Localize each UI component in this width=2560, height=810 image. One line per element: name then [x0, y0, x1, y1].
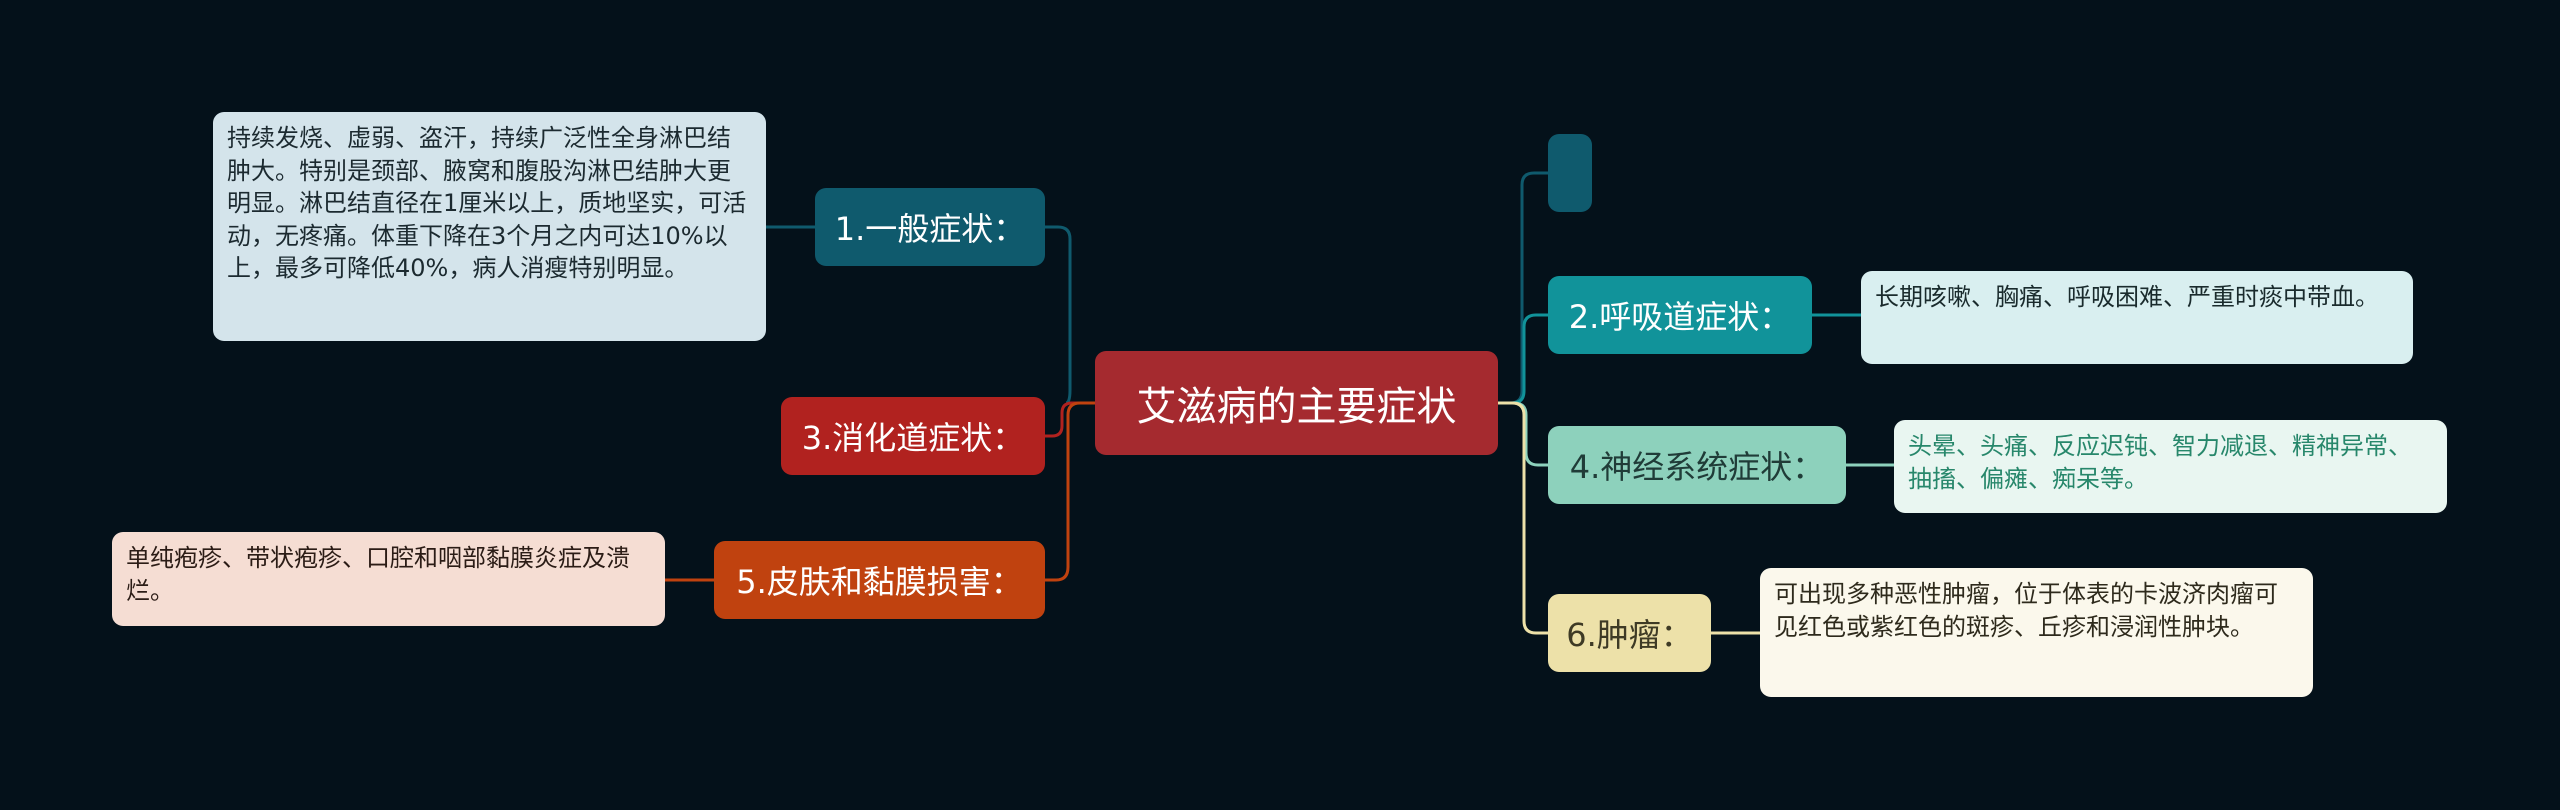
topic-tumor[interactable]: 6.肿瘤： — [1548, 594, 1711, 672]
central-topic[interactable]: 艾滋病的主要症状 — [1095, 351, 1498, 455]
topic-neurological-symptoms[interactable]: 4.神经系统症状： — [1548, 426, 1846, 504]
topic-general-symptoms[interactable]: 1.一般症状： — [815, 188, 1045, 266]
detail-tumor[interactable]: 可出现多种恶性肿瘤，位于体表的卡波济肉瘤可见红色或紫红色的斑疹、丘疹和浸润性肿块… — [1760, 568, 2313, 697]
connector-center-to-topic6 — [1498, 401, 1548, 635]
topic-skin-mucosa-damage[interactable]: 5.皮肤和黏膜损害： — [714, 541, 1045, 619]
connector-center-to-topic2 — [1498, 313, 1548, 405]
detail-general-symptoms[interactable]: 持续发烧、虚弱、盗汗，持续广泛性全身淋巴结肿大。特别是颈部、腋窝和腹股沟淋巴结肿… — [213, 112, 766, 341]
topic-respiratory-symptoms[interactable]: 2.呼吸道症状： — [1548, 276, 1812, 354]
topic-digestive-symptoms[interactable]: 3.消化道症状： — [781, 397, 1045, 475]
connector-center-to-topic5 — [1045, 401, 1095, 582]
detail-respiratory-symptoms[interactable]: 长期咳嗽、胸痛、呼吸困难、严重时痰中带血。 — [1861, 271, 2413, 364]
connector-center-to-topic1 — [1045, 225, 1095, 405]
detail-skin-mucosa-damage[interactable]: 单纯疱疹、带状疱疹、口腔和咽部黏膜炎症及溃烂。 — [112, 532, 665, 626]
topic-empty[interactable] — [1548, 134, 1592, 212]
connector-center-to-topic3 — [1045, 401, 1095, 438]
detail-neurological-symptoms[interactable]: 头晕、头痛、反应迟钝、智力减退、精神异常、抽搐、偏瘫、痴呆等。 — [1894, 420, 2447, 513]
